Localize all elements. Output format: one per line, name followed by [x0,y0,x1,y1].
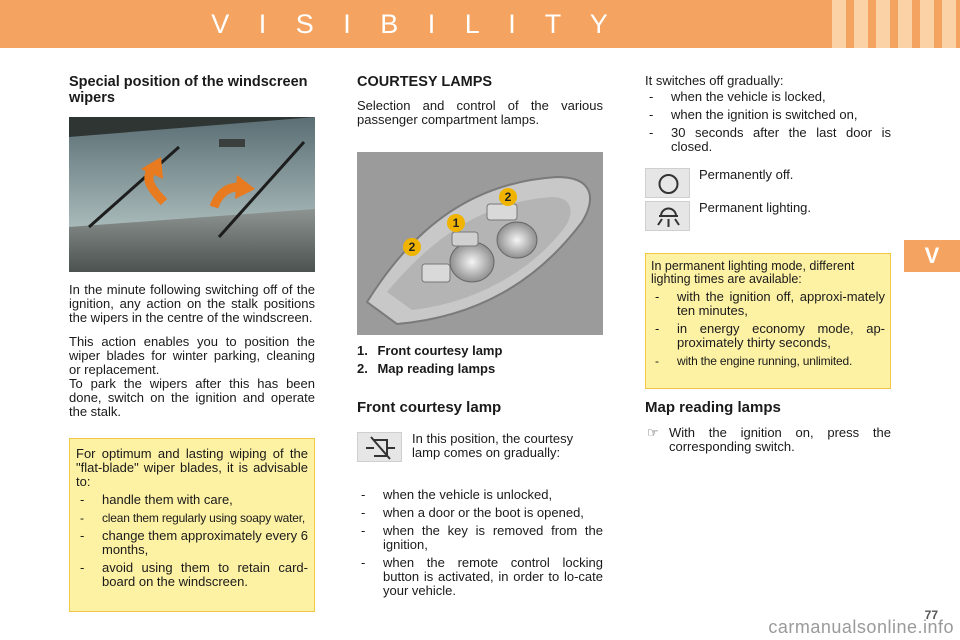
box-item: in energy economy mode, ap-proximately t… [651,322,885,350]
page-number: 77 [924,608,938,622]
front-item: when a door or the boot is opened, [357,506,603,521]
switch-off-intro: It switches off gradually: [645,73,784,88]
front-item: when the key is removed from the ignitio… [357,524,603,552]
door-lamp-icon [366,436,395,460]
map-lamps-heading: Map reading lamps [645,399,781,416]
door-mode-switch[interactable] [357,432,402,462]
wipers-para-1: In the minute following switching off of… [69,282,315,325]
courtesy-intro: Selection and control of the various pas… [357,98,603,127]
front-item: when the vehicle is unlocked, [357,488,603,503]
wipers-heading: Special position of the windscreen wiper… [69,74,308,106]
courtesy-lamp-photo: 1 2 2 [357,152,603,335]
pointing-hand-icon: ☞ [647,425,659,440]
map-lamps-instruction: ☞ With the ignition on, press the corres… [645,426,891,454]
off-item: when the ignition is switched on, [645,108,891,123]
page-header: V I S I B I L I T Y [0,0,960,48]
box-item: with the ignition off, approxi-mately te… [651,290,885,318]
switch-off-list: when the vehicle is locked, when the ign… [645,86,891,154]
front-lamp-list: when the vehicle is unlocked, when a doo… [357,484,603,598]
legend-item: 2. Map reading lamps [357,361,496,376]
on-mode-switch[interactable] [645,201,690,231]
wipers-tip-box: For optimum and lasting wiping of the "f… [69,438,315,612]
chapter-tab[interactable]: V [904,240,960,272]
front-item: when the remote control locking button i… [357,556,603,598]
watermark: carmanualsonline.info [768,617,954,637]
lamp-on-icon [657,207,680,227]
tip-item: change them approximately every 6 months… [76,529,308,557]
map-lamps-text: With the ignition on, press the correspo… [669,425,891,454]
front-lamp-heading: Front courtesy lamp [357,399,502,416]
callout-1: 1 [447,214,465,232]
courtesy-legend: 1. Front courtesy lamp 2. Map reading la… [357,342,603,378]
callout-2-left: 2 [403,238,421,256]
box-intro: In permanent lighting mode, different li… [651,259,855,286]
off-mode-switch[interactable] [645,168,690,198]
courtesy-heading: COURTESY LAMPS [357,74,493,90]
front-lamp-text: In this position, the courtesy lamp come… [412,431,574,460]
perm-off-label: Permanently off. [699,167,794,182]
tip-item: clean them regularly using soapy water, [76,511,308,525]
tip-item: avoid using them to retain card-board on… [76,561,308,589]
legend-item: 1. Front courtesy lamp [357,343,503,358]
tip-intro: For optimum and lasting wiping of the "f… [76,446,308,489]
box-item: with the engine running, unlimited. [651,354,885,368]
perm-on-label: Permanent lighting. [699,200,812,215]
windscreen-photo [69,117,315,272]
wipers-para-3: To park the wipers after this has been d… [69,376,315,419]
page-title: V I S I B I L I T Y [211,9,619,39]
tip-item: handle them with care, [76,493,308,508]
off-item: 30 seconds after the last door is closed… [645,126,891,154]
off-item: when the vehicle is locked, [645,90,891,105]
wipers-para-2: This action enables you to position the … [69,334,315,377]
callout-2-right: 2 [499,188,517,206]
lamp-off-icon [658,174,679,194]
lighting-times-box: In permanent lighting mode, different li… [645,253,891,389]
